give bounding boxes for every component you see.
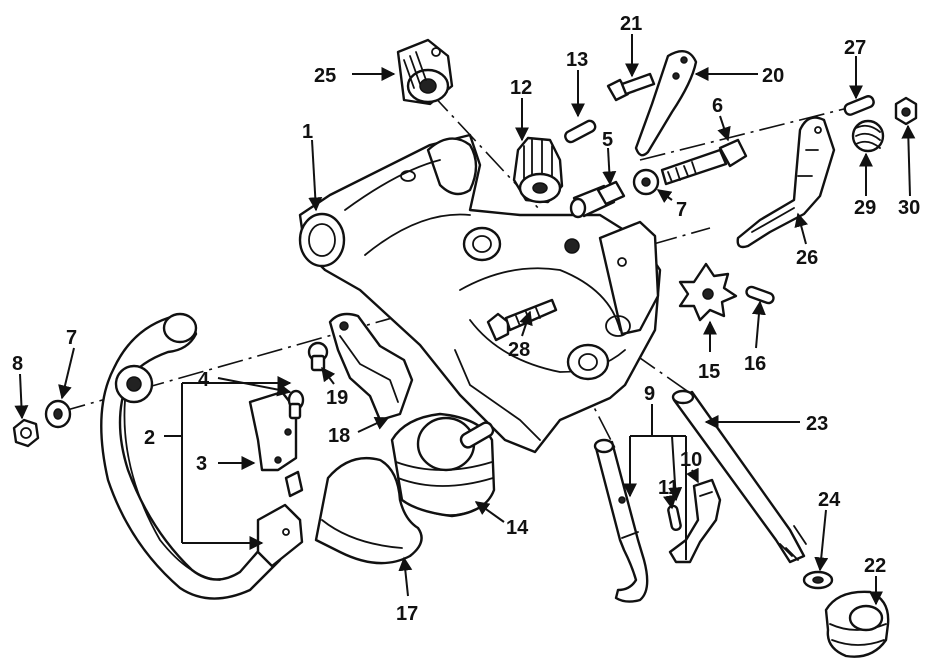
small-hook-part-10 bbox=[668, 478, 722, 564]
leader-4 bbox=[217, 377, 292, 397]
callout-19: 19 bbox=[326, 387, 348, 409]
washer-part-7-left bbox=[44, 399, 72, 429]
leader-7a bbox=[58, 347, 75, 400]
callout-23: 23 bbox=[806, 413, 828, 435]
drum-part-14 bbox=[390, 412, 496, 518]
bolt-part-21 bbox=[606, 72, 656, 102]
callout-22: 22 bbox=[864, 555, 886, 577]
leader-8 bbox=[14, 373, 29, 420]
callout-17: 17 bbox=[396, 603, 418, 625]
callout-25: 25 bbox=[314, 65, 336, 87]
leader-9-mid bbox=[668, 435, 683, 502]
threaded-collar-part-25 bbox=[396, 38, 454, 106]
callout-13: 13 bbox=[566, 49, 588, 71]
callout-29: 29 bbox=[854, 197, 876, 219]
gear-pinion-part-12 bbox=[512, 136, 564, 204]
assembly-axis-left bbox=[59, 227, 711, 413]
callout-7-right: 7 bbox=[676, 199, 687, 221]
washer-part-7-right bbox=[632, 168, 660, 196]
leader-30 bbox=[901, 124, 916, 197]
leader-17 bbox=[398, 556, 413, 597]
spring-part-29 bbox=[851, 119, 885, 153]
callout-30: 30 bbox=[898, 197, 920, 219]
callout-10: 10 bbox=[680, 449, 702, 471]
nut-part-8 bbox=[12, 418, 40, 448]
star-gear-part-15 bbox=[678, 262, 738, 322]
leader-10 bbox=[686, 467, 699, 484]
callout-2: 2 bbox=[144, 427, 155, 449]
callout-12: 12 bbox=[510, 77, 532, 99]
hook-arm-part-2 bbox=[100, 312, 304, 600]
callout-24: 24 bbox=[818, 489, 841, 511]
callout-14: 14 bbox=[506, 517, 529, 539]
leader-14 bbox=[474, 501, 505, 523]
callout-18: 18 bbox=[328, 425, 350, 447]
knob-part-22 bbox=[824, 590, 890, 658]
callout-20: 20 bbox=[762, 65, 784, 87]
leader-18 bbox=[357, 416, 390, 433]
leader-1 bbox=[308, 139, 323, 212]
callout-28: 28 bbox=[508, 339, 530, 361]
leader-6 bbox=[717, 115, 731, 142]
callout-6: 6 bbox=[712, 95, 723, 117]
curved-lever-part-20 bbox=[634, 50, 698, 157]
callout-16: 16 bbox=[744, 353, 766, 375]
bolt-part-6 bbox=[660, 138, 748, 186]
nut-part-30 bbox=[894, 96, 918, 126]
leader-19 bbox=[321, 366, 336, 385]
callout-4: 4 bbox=[198, 369, 210, 391]
callout-11: 11 bbox=[658, 477, 679, 499]
washer-part-24 bbox=[802, 570, 834, 590]
callout-21: 21 bbox=[620, 13, 642, 35]
callout-15: 15 bbox=[698, 361, 720, 383]
assembly-axis-upper bbox=[639, 104, 861, 161]
callout-7-left: 7 bbox=[66, 327, 77, 349]
leader-24 bbox=[814, 509, 829, 572]
leader-28 bbox=[519, 310, 533, 337]
leader-26 bbox=[794, 212, 809, 245]
pin-part-11 bbox=[667, 504, 682, 532]
curved-guard-part-17 bbox=[314, 456, 423, 565]
callout-8: 8 bbox=[12, 353, 23, 375]
pin-part-13 bbox=[564, 119, 597, 144]
main-frame-part-1 bbox=[298, 133, 662, 454]
leader-16 bbox=[751, 300, 766, 349]
bushing-part-5 bbox=[569, 180, 626, 219]
callout-9: 9 bbox=[644, 383, 655, 405]
leader-11 bbox=[663, 494, 677, 510]
callout-1: 1 bbox=[302, 121, 313, 143]
latch-bracket-part-26 bbox=[736, 116, 836, 249]
pin-part-27 bbox=[843, 95, 875, 116]
callout-26: 26 bbox=[796, 247, 818, 269]
long-shaft-part-23 bbox=[671, 389, 807, 564]
screw-part-19 bbox=[307, 341, 329, 372]
callout-labels: 1 2 3 4 5 6 7 7 8 9 10 11 12 13 14 15 16… bbox=[12, 13, 920, 625]
leader-lines bbox=[14, 34, 916, 606]
leader-5 bbox=[602, 147, 617, 186]
pin-part-16 bbox=[745, 285, 775, 305]
hooked-rod-part-9 bbox=[593, 438, 649, 603]
leader-7b bbox=[656, 189, 673, 204]
callout-27: 27 bbox=[844, 37, 866, 59]
callout-5: 5 bbox=[602, 129, 613, 151]
screw-part-4 bbox=[287, 389, 305, 420]
callout-3: 3 bbox=[196, 453, 207, 475]
lever-plate-part-18 bbox=[328, 312, 414, 422]
